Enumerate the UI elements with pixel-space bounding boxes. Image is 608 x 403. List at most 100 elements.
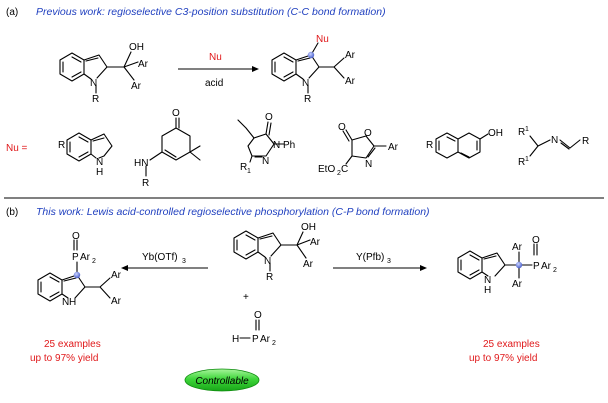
product-a-ar1: Ar: [345, 50, 356, 61]
oxazolone-o1: O: [338, 122, 346, 133]
pyrazolone-ph: Ph: [283, 140, 295, 151]
naphthol-oh: OH: [488, 128, 503, 139]
center-ar2: Ar: [303, 259, 314, 270]
reaction-arrow-right: Y(Pfb) 3: [333, 252, 427, 271]
product-a-n: N: [302, 78, 309, 89]
left-prod-par: Ar: [80, 252, 91, 263]
left-prod-n: N: [62, 297, 69, 308]
reaction-arrow-left: Yb(OTf) 3: [121, 252, 208, 271]
oxazolone-n: N: [365, 159, 372, 170]
nucleophile-pyrazolone: O N Ph N R 1: [237, 112, 295, 175]
indole-r: R: [58, 140, 65, 151]
panel-a-title: Previous work: regioselective C3-positio…: [36, 6, 386, 18]
right-product-molecule: Ar Ar O P Ar 2 N H: [457, 235, 557, 296]
start-a-n: N: [90, 78, 97, 89]
phosphine-oxide: O H P Ar 2: [232, 310, 276, 347]
right-prod-n: N: [484, 275, 491, 286]
yb-otf-sub: 3: [182, 258, 186, 265]
imine-n: N: [551, 135, 558, 146]
start-a-ar2: Ar: [131, 81, 142, 92]
y-pfb-sub: 3: [387, 258, 391, 265]
nucleophile-enaminone: O HN R: [134, 108, 201, 189]
nucleophile-naphthol: R OH: [426, 128, 503, 159]
yb-otf-reagent: Yb(OTf): [142, 252, 178, 263]
enaminone-hn: HN: [134, 158, 148, 169]
enaminone-o: O: [172, 108, 180, 119]
pyrazolone-r: R: [240, 162, 247, 173]
right-result-yield: up to 97% yield: [469, 353, 537, 364]
phosphine-sub: 2: [272, 340, 276, 347]
nucleophile-imine: R 1 R 1 N R: [518, 126, 589, 168]
imine-r1b: R: [518, 157, 525, 168]
nucleophile-indole: R N H: [58, 132, 113, 178]
right-prod-ar1: Ar: [512, 242, 523, 253]
left-result-examples: 25 examples: [44, 339, 101, 350]
center-ar1: Ar: [310, 237, 321, 248]
enaminone-r: R: [142, 178, 149, 189]
left-product-molecule: O P Ar 2 Ar Ar N H: [37, 231, 122, 308]
pyrazolone-n1: N: [273, 140, 280, 151]
controllable-badge: Controllable: [184, 368, 260, 392]
right-prod-par: Ar: [541, 261, 552, 272]
right-prod-h: H: [484, 285, 491, 296]
oxazolone-ester-sub: 2: [337, 170, 341, 177]
start-a-ar1: Ar: [138, 59, 149, 70]
panel-a-label: (a): [6, 7, 18, 18]
center-r: R: [266, 272, 273, 283]
plus-sign: +: [243, 292, 249, 303]
left-prod-sub: 2: [92, 258, 96, 265]
phosphine-h: H: [232, 334, 239, 345]
right-prod-ar2: Ar: [512, 279, 523, 290]
product-molecule-a: Nu Ar Ar N R: [271, 34, 356, 105]
imine-r1a-sup: 1: [525, 126, 529, 133]
left-prod-ar1: Ar: [111, 270, 122, 281]
benzylic-phosphoryl-dot: [515, 261, 523, 269]
panel-b-label: (b): [6, 207, 18, 218]
indole-n: N: [96, 157, 103, 168]
left-prod-o: O: [72, 231, 80, 242]
center-start-molecule: OH Ar Ar N R: [233, 222, 321, 283]
right-prod-sub: 2: [553, 267, 557, 274]
c3-phosphoryl-dot: [73, 271, 81, 279]
oxazolone-ester-c: C: [341, 164, 348, 175]
oxazolone-ar: Ar: [388, 142, 399, 153]
product-a-r: R: [304, 94, 311, 105]
product-a-nu: Nu: [316, 34, 329, 45]
nucleophile-oxazolone: O O Ar N EtO 2 C: [318, 122, 399, 177]
phosphine-p: P: [252, 334, 259, 345]
phosphine-o: O: [254, 310, 262, 321]
panel-a: (a) Previous work: regioselective C3-pos…: [6, 6, 589, 189]
center-oh: OH: [301, 222, 316, 233]
controllable-badge-label: Controllable: [195, 376, 249, 387]
panel-b: (b) This work: Lewis acid-controlled reg…: [6, 206, 557, 392]
pyrazolone-r-sup: 1: [247, 168, 251, 175]
indole-h: H: [96, 167, 103, 178]
naphthol-r: R: [426, 140, 433, 151]
left-prod-h: H: [69, 297, 76, 308]
oxazolone-ester-eto: EtO: [318, 164, 335, 175]
left-prod-ar2: Ar: [111, 296, 122, 307]
right-prod-p: P: [533, 261, 540, 272]
pyrazolone-n2: N: [262, 156, 269, 167]
oxazolone-o2: O: [364, 128, 372, 139]
left-result-yield: up to 97% yield: [30, 353, 98, 364]
reagent-nu: Nu: [209, 52, 222, 63]
right-result-examples: 25 examples: [483, 339, 540, 350]
start-a-oh: OH: [129, 42, 144, 53]
panel-b-title: This work: Lewis acid-controlled regiose…: [36, 206, 430, 218]
nu-equals-label: Nu =: [6, 143, 28, 154]
imine-r1a: R: [518, 127, 525, 138]
y-pfb-reagent: Y(Pfb): [356, 252, 384, 263]
reaction-arrow-a: Nu acid: [178, 52, 259, 89]
right-prod-o: O: [532, 235, 540, 246]
start-molecule-a: N R OH Ar Ar: [59, 42, 149, 105]
c3-marker-dot: [307, 51, 315, 59]
start-a-r: R: [92, 94, 99, 105]
phosphine-ar: Ar: [260, 334, 271, 345]
left-prod-p: P: [72, 252, 79, 263]
center-n: N: [264, 256, 271, 267]
reagent-acid: acid: [205, 78, 223, 89]
imine-r: R: [582, 136, 589, 147]
pyrazolone-o: O: [265, 112, 273, 123]
